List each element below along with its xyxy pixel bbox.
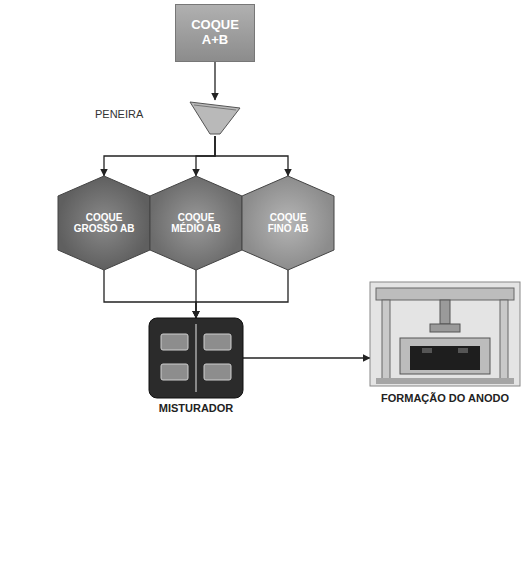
anode-press: FORMAÇÃO DO ANODO bbox=[362, 282, 528, 414]
node-text: COQUE A+B bbox=[185, 18, 245, 48]
node-text: COQUE FINO AB bbox=[257, 212, 319, 235]
source-box: COQUE A+B bbox=[175, 4, 255, 62]
flow-arrow bbox=[196, 136, 215, 176]
node-text: COQUE GROSSO AB bbox=[73, 212, 135, 235]
coke-hexagon: COQUE FINO AB bbox=[242, 176, 334, 270]
flow-arrow bbox=[243, 357, 370, 358]
flow-arrow bbox=[214, 62, 215, 100]
flow-arrow bbox=[196, 270, 288, 318]
flow-arrow bbox=[215, 136, 288, 176]
coke-hexagon: COQUE MÉDIO AB bbox=[150, 176, 242, 270]
sieve-funnel bbox=[190, 100, 240, 136]
mixer: MISTURADOR bbox=[134, 318, 258, 420]
mixer-body bbox=[149, 318, 243, 398]
press-illustration bbox=[370, 282, 520, 386]
node-label: MISTURADOR bbox=[134, 402, 258, 415]
coke-hexagon: COQUE GROSSO AB bbox=[58, 176, 150, 270]
flow-arrow bbox=[104, 136, 215, 176]
flow-arrow bbox=[104, 270, 196, 318]
sieve: PENEIRA bbox=[95, 98, 245, 138]
node-label: PENEIRA bbox=[95, 108, 143, 121]
node-label: FORMAÇÃO DO ANODO bbox=[362, 392, 528, 405]
node-text: COQUE MÉDIO AB bbox=[165, 212, 227, 235]
